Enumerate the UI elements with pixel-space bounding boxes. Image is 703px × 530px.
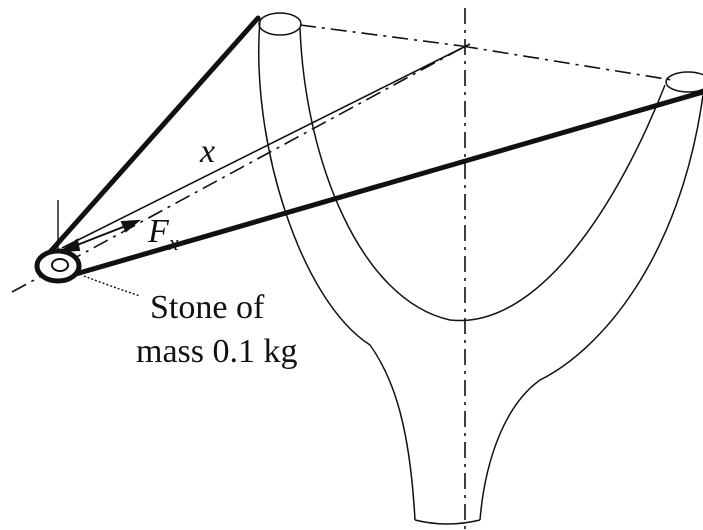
right-band (59, 89, 703, 281)
stone-leader-line (83, 275, 141, 297)
stone-inner (51, 258, 69, 272)
left-band (47, 15, 261, 255)
slingshot-frame (258, 12, 703, 525)
handle-bottom (414, 519, 481, 525)
stone-label-line2: mass 0.1 kg (136, 333, 298, 370)
diagonal-axis (11, 47, 463, 293)
force-arrow (58, 219, 141, 253)
stone-outer (34, 248, 82, 284)
stretch-line (61, 43, 471, 249)
force-arrow-shaft (71, 224, 129, 248)
right-prong-top (665, 71, 703, 93)
force-label-main: F (147, 213, 170, 250)
frame-outer-edge (258, 19, 416, 521)
frame-inner-left-edge (299, 27, 666, 322)
top-dashdot-left (299, 24, 463, 47)
force-label-subscript: x (168, 230, 179, 255)
stone-label-line1: Stone of (150, 289, 265, 326)
construction-lines (11, 8, 673, 530)
force-arrow-head-left (58, 238, 81, 253)
stone (34, 248, 82, 284)
x-label: x (199, 133, 215, 170)
top-dashdot-right (461, 45, 673, 81)
force-label: Fx (147, 213, 179, 255)
left-prong-top (258, 12, 302, 36)
force-arrow-head-right (120, 219, 141, 233)
frame-right-outer-edge (479, 94, 703, 521)
